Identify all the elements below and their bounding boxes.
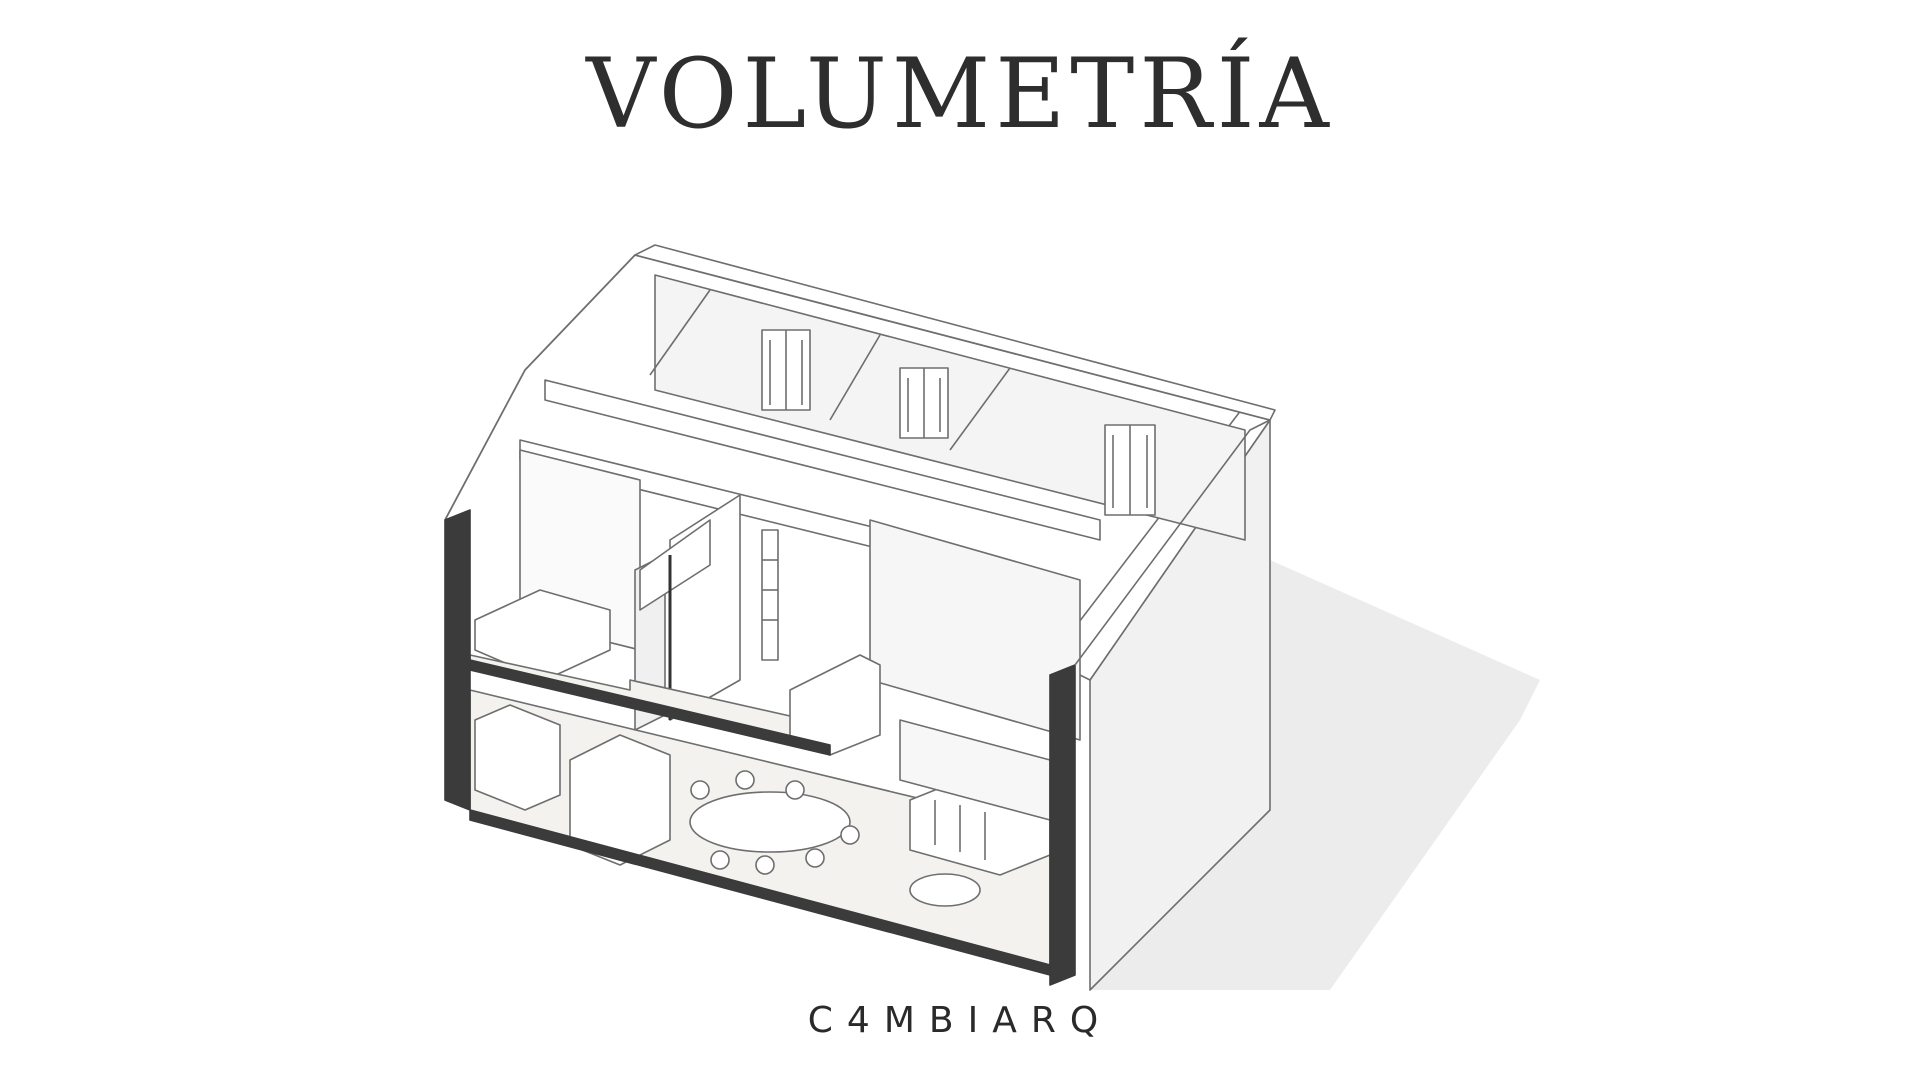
roof-top-band [634, 244, 1276, 421]
section-cut-mezzanine [469, 659, 831, 756]
bed [474, 589, 611, 681]
window-3 [1104, 424, 1156, 516]
section-cut-left [444, 509, 471, 811]
kitchen-counter [474, 704, 561, 811]
partition-center [869, 519, 1081, 741]
section-cut-base [469, 809, 1051, 976]
page-title: VOLUMETRÍA [586, 38, 1334, 150]
coffee-table [909, 873, 981, 907]
brand-logo: C4MBIARQ [807, 1000, 1113, 1041]
dining-chairs [690, 770, 860, 875]
beam-upper [544, 379, 1101, 541]
dining-table [689, 791, 851, 853]
section-cut-right [1049, 664, 1076, 986]
glass-door [761, 529, 779, 661]
wardrobe-3 [639, 519, 711, 611]
roof-edge-left [444, 254, 636, 521]
window-2 [899, 367, 949, 439]
window-1 [761, 329, 811, 411]
